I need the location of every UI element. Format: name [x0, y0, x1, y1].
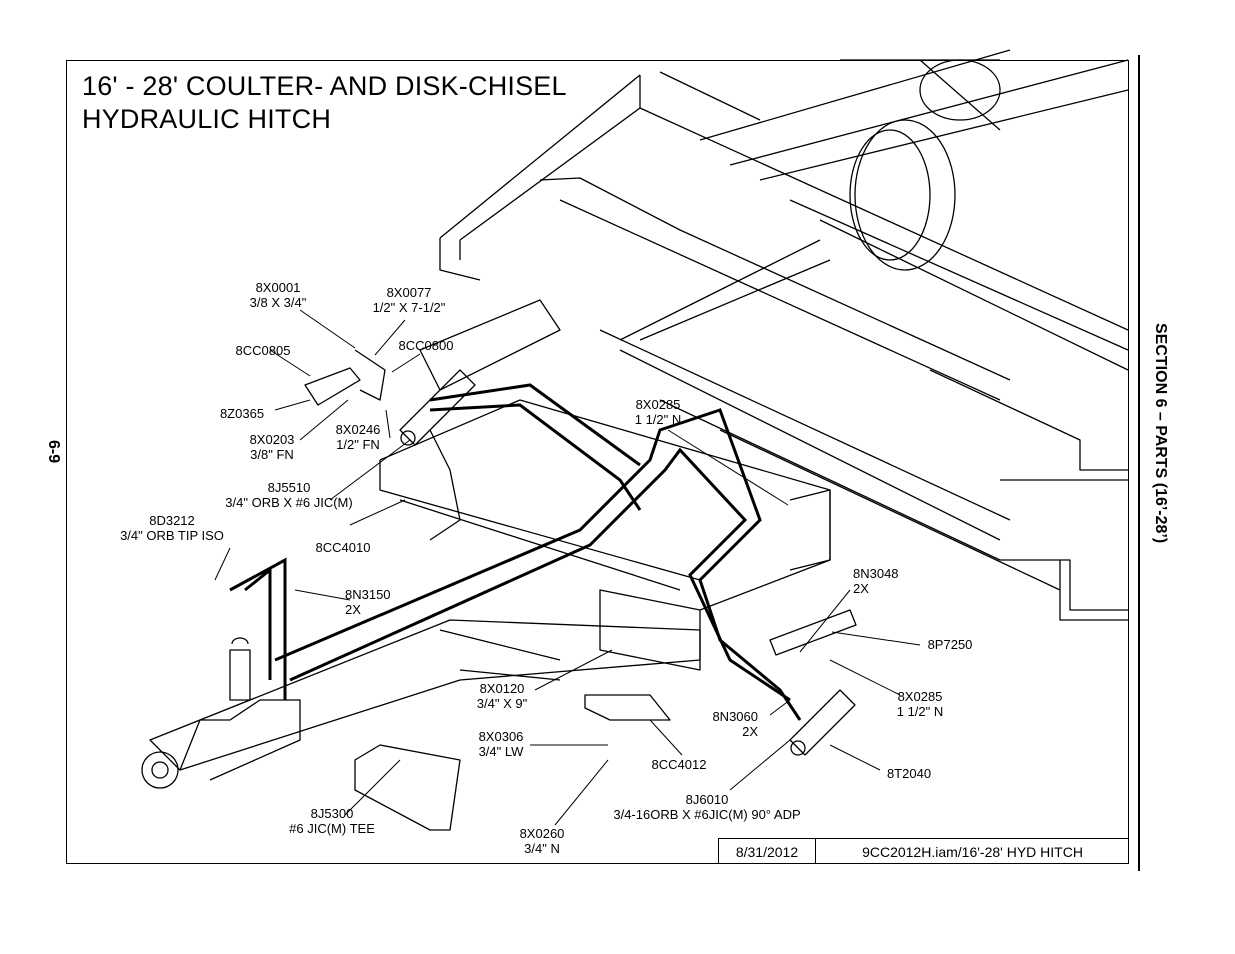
callout-8d3212: 8D3212 3/4" ORB TIP ISO [108, 513, 236, 543]
part-number: 8CC0805 [235, 343, 291, 358]
callout-8cc4010: 8CC4010 [305, 540, 381, 555]
part-number: 8Z0365 [219, 406, 265, 421]
drawing-date: 8/31/2012 [719, 839, 816, 864]
hydraulic-hoses [229, 383, 802, 721]
page-margin-rule [1138, 55, 1140, 871]
callout-8cc0800: 8CC0800 [380, 338, 472, 353]
part-number: 8J6010 [685, 792, 729, 807]
part-description: 2X [345, 602, 361, 617]
part-description: 3/4" LW [478, 744, 524, 759]
part-description: 3/8" FN [250, 447, 294, 462]
callout-8j5510: 8J5510 3/4" ORB X #6 JIC(M) [214, 480, 364, 510]
part-number: 8CC0800 [398, 338, 454, 353]
callout-8x0285-lower: 8X0285 1 1/2" N [884, 689, 956, 719]
part-number: 8N3048 [853, 566, 899, 581]
part-description: 3/4" N [524, 841, 560, 856]
part-number: 8CC4010 [315, 540, 371, 555]
callout-8x0001: 8X0001 3/8 X 3/4" [232, 280, 324, 310]
part-number: 8N3060 [712, 709, 758, 724]
part-number: 8X0285 [897, 689, 943, 704]
title-line-1: 16' - 28' COULTER- AND DISK-CHISEL [82, 71, 567, 101]
part-description: 3/4" ORB TIP ISO [120, 528, 224, 543]
part-description: 3/4" X 9" [476, 696, 528, 711]
callout-8cc4012: 8CC4012 [640, 757, 718, 772]
page-number: 6-9 [45, 440, 62, 464]
callout-8n3150: 8N3150 2X [345, 587, 411, 617]
drawing-title: 16' - 28' COULTER- AND DISK-CHISEL HYDRA… [82, 70, 567, 136]
part-number: 8X0306 [478, 729, 524, 744]
part-number: 8N3150 [345, 587, 391, 602]
part-description: 1 1/2" N [634, 412, 682, 427]
callout-8z0365: 8Z0365 [206, 406, 278, 421]
part-description: 1/2" X 7-1/2" [372, 300, 446, 315]
part-number: 8X0246 [335, 422, 381, 437]
frame-structure [141, 49, 1129, 831]
callout-8x0077: 8X0077 1/2" X 7-1/2" [363, 285, 455, 315]
callout-8x0306: 8X0306 3/4" LW [465, 729, 537, 759]
part-description: #6 JIC(M) TEE [289, 821, 375, 836]
callout-8j6010: 8J6010 3/4-16ORB X #6JIC(M) 90° ADP [596, 792, 818, 822]
part-number: 8J5510 [267, 480, 311, 495]
callout-8cc0805: 8CC0805 [217, 343, 309, 358]
drawing-frame [66, 60, 1129, 864]
callout-8x0260: 8X0260 3/4" N [506, 826, 578, 856]
callout-8n3060: 8N3060 2X [686, 709, 758, 739]
part-description: 2X [742, 724, 758, 739]
callout-8x0203: 8X0203 3/8" FN [236, 432, 308, 462]
callout-8t2040: 8T2040 [876, 766, 942, 781]
leader-lines [214, 309, 921, 826]
callout-8j5300: 8J5300 #6 JIC(M) TEE [276, 806, 388, 836]
callout-8x0120: 8X0120 3/4" X 9" [466, 681, 538, 711]
part-number: 8D3212 [149, 513, 195, 528]
title-block: 8/31/2012 9CC2012H.iam/16'-28' HYD HITCH [718, 838, 1129, 864]
part-number: 8X0001 [255, 280, 301, 295]
part-number: 8P7250 [927, 637, 973, 652]
part-number: 8T2040 [886, 766, 932, 781]
callout-8p7250: 8P7250 [920, 637, 980, 652]
part-description: 1 1/2" N [896, 704, 944, 719]
part-description: 3/4" ORB X #6 JIC(M) [225, 495, 353, 510]
part-number: 8X0203 [249, 432, 295, 447]
callout-8x0285-upper: 8X0285 1 1/2" N [622, 397, 694, 427]
callout-8x0246: 8X0246 1/2" FN [322, 422, 394, 452]
part-number: 8X0077 [386, 285, 432, 300]
part-description: 2X [853, 581, 869, 596]
callout-8n3048: 8N3048 2X [853, 566, 919, 596]
part-number: 8X0260 [519, 826, 565, 841]
section-label: SECTION 6 – PARTS (16’-28’) [1152, 323, 1169, 544]
part-number: 8J5300 [310, 806, 354, 821]
part-description: 3/8 X 3/4" [249, 295, 307, 310]
part-number: 8X0120 [479, 681, 525, 696]
title-line-2: HYDRAULIC HITCH [82, 104, 332, 134]
part-number: 8CC4012 [651, 757, 707, 772]
part-description: 3/4-16ORB X #6JIC(M) 90° ADP [613, 807, 801, 822]
part-number: 8X0285 [635, 397, 681, 412]
part-description: 1/2" FN [336, 437, 380, 452]
drawing-file-name: 9CC2012H.iam/16'-28' HYD HITCH [862, 843, 1083, 860]
